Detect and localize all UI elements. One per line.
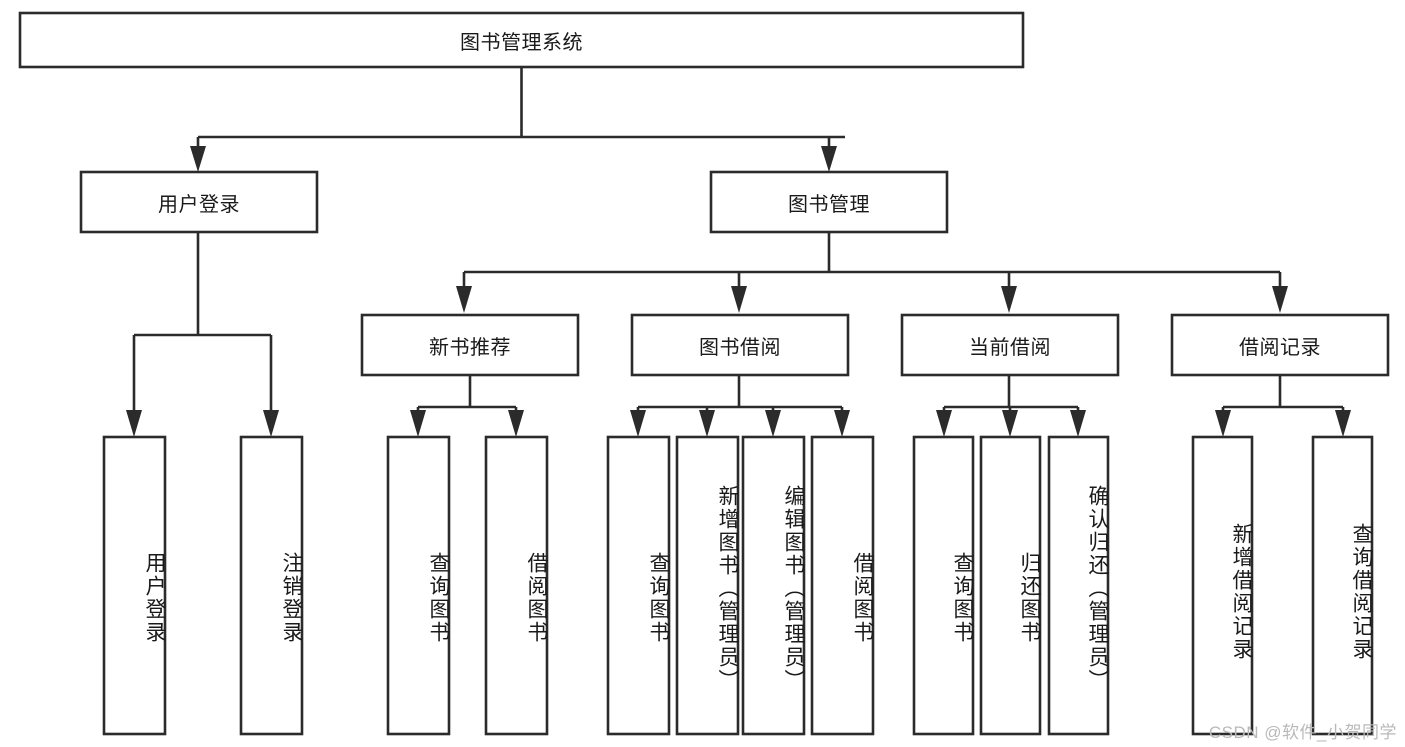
node-box-current-borrow[interactable]: [900, 313, 1120, 377]
node-box-root[interactable]: [18, 11, 1025, 69]
node-box-user-login[interactable]: [79, 170, 319, 234]
node-box-borrow-records[interactable]: [1170, 313, 1390, 377]
node-box-leaf-add-record[interactable]: [1191, 435, 1254, 736]
arrow-head-icon: [765, 410, 781, 437]
node-box-leaf-logout[interactable]: [239, 435, 304, 736]
arrow-head-icon: [410, 410, 426, 437]
arrow-head-icon: [190, 146, 206, 172]
node-box-leaf-edit-book[interactable]: [741, 435, 806, 736]
node-box-leaf-borrow-book-2[interactable]: [810, 435, 875, 736]
node-box-leaf-add-book[interactable]: [675, 435, 740, 736]
connector-group-book-mgmt: [456, 232, 1288, 313]
arrow-head-icon: [731, 286, 747, 313]
arrow-head-icon: [263, 410, 279, 437]
arrow-head-icon: [821, 146, 837, 172]
node-box-leaf-query-book-1[interactable]: [386, 435, 451, 736]
connector-group-root: [190, 67, 845, 172]
arrow-head-icon: [1272, 286, 1288, 313]
arrow-head-icon: [699, 410, 715, 437]
arrow-head-icon: [1070, 410, 1086, 437]
arrow-head-icon: [936, 410, 952, 437]
node-box-leaf-confirm-return[interactable]: [1047, 435, 1110, 736]
node-box-leaf-return-book[interactable]: [979, 435, 1042, 736]
node-box-new-book[interactable]: [360, 313, 580, 377]
arrow-head-icon: [508, 410, 524, 437]
arrow-head-icon: [1002, 410, 1018, 437]
arrow-head-icon: [1335, 410, 1351, 437]
arrow-head-icon: [126, 410, 142, 437]
connector-group-user-login: [126, 232, 279, 437]
connector-group-book-borrow: [630, 375, 850, 437]
arrow-head-icon: [1001, 286, 1017, 313]
arrow-head-icon: [630, 410, 646, 437]
connector-group-borrow-records: [1215, 375, 1351, 437]
node-box-leaf-user-login[interactable]: [102, 435, 167, 736]
arrow-head-icon: [834, 410, 850, 437]
connector-group-new-book: [410, 375, 524, 437]
watermark-text: CSDN @软件_小贺同学: [1208, 723, 1397, 742]
node-box-book-mgmt[interactable]: [709, 170, 949, 234]
node-box-leaf-query-book-3[interactable]: [912, 435, 975, 736]
node-box-book-borrow[interactable]: [630, 313, 850, 377]
node-box-leaf-query-record[interactable]: [1311, 435, 1374, 736]
node-box-leaf-borrow-book-1[interactable]: [484, 435, 549, 736]
connector-group-current-borrow: [936, 375, 1086, 437]
node-box-leaf-query-book-2[interactable]: [606, 435, 671, 736]
arrow-head-icon: [456, 286, 472, 313]
arrow-head-icon: [1215, 410, 1231, 437]
